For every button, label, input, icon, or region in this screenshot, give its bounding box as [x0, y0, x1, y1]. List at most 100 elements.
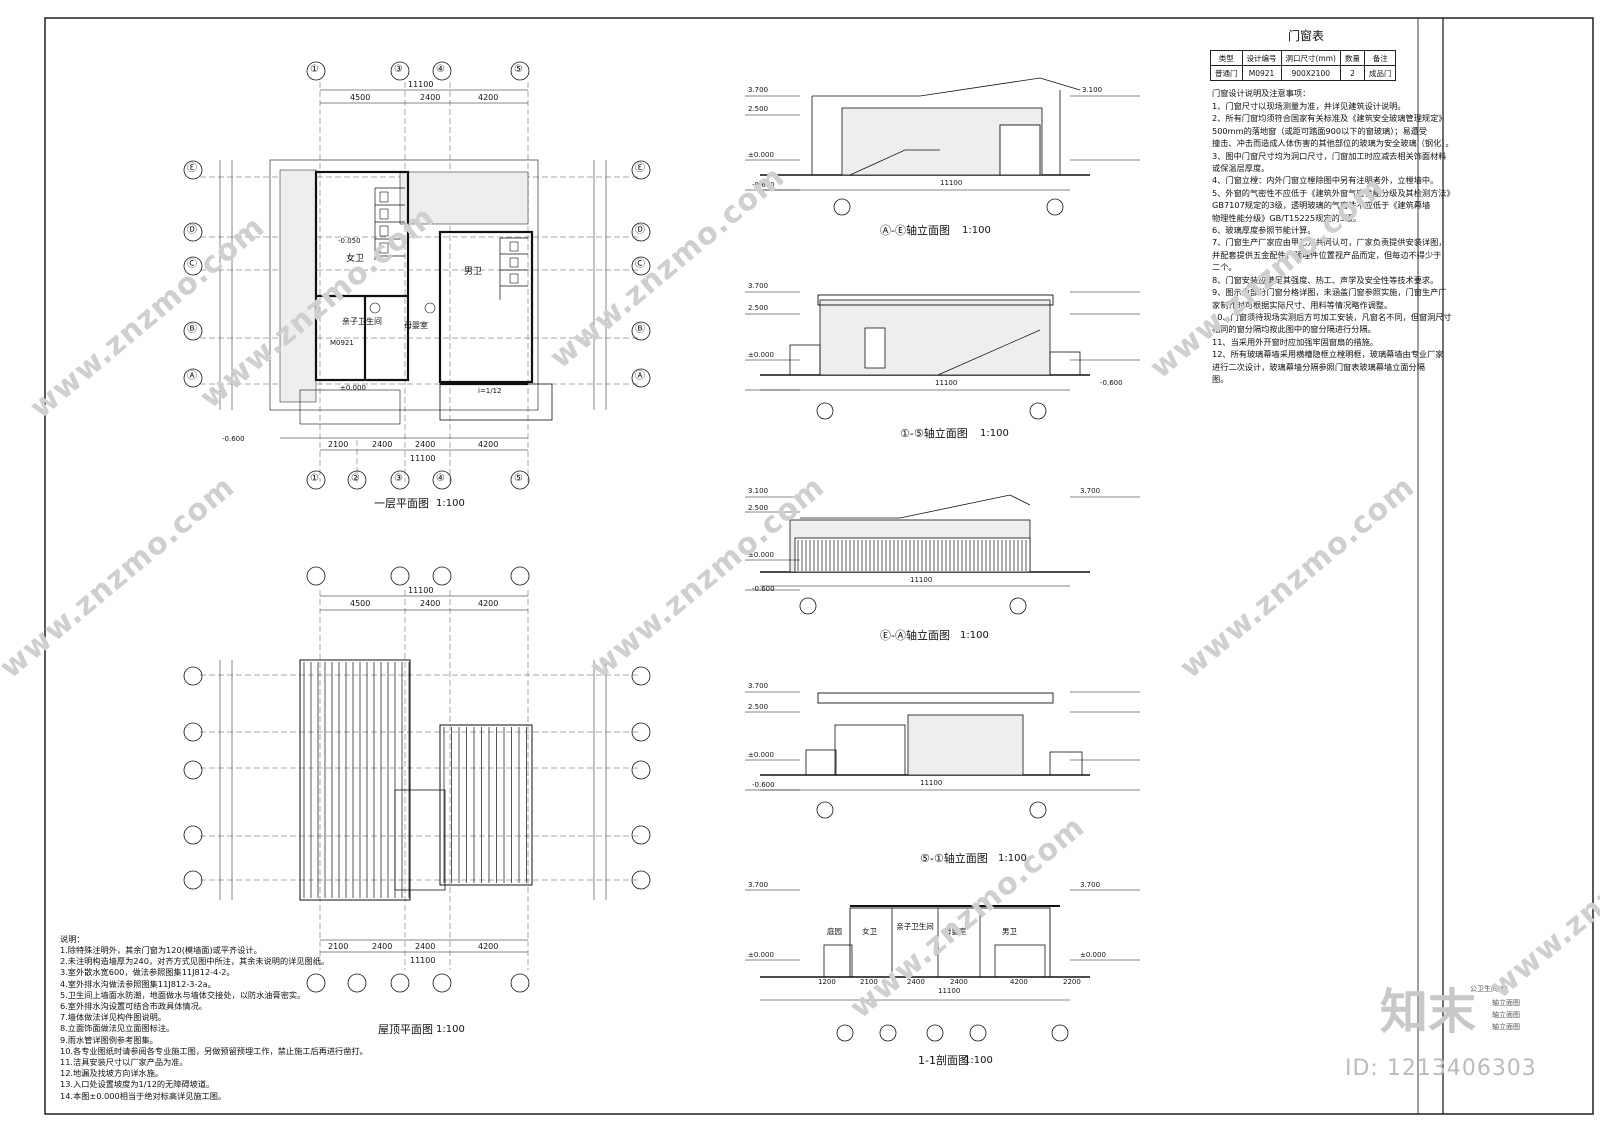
- ae-width-dim: 11100: [940, 179, 963, 187]
- e51-width-dim: 11100: [920, 779, 943, 787]
- note-line: 5、外窗的气密性不应低于《建筑外窗气密性能分级及其检测方法》: [1212, 187, 1455, 198]
- table-row: 普通门 M0921 900X2100 2 成品门: [1210, 65, 1397, 81]
- roof-plan: [183, 566, 651, 993]
- elevation-ea-scale: 1:100: [960, 630, 989, 641]
- section-11-title: 1-1剖面图: [918, 1054, 969, 1067]
- elevation-a-e: [760, 77, 1090, 216]
- ae-level-minus-0600: -0.600: [752, 181, 775, 189]
- roof-plan-title: 屋顶平面图: [378, 1023, 433, 1036]
- axis-b-right: Ⓑ: [635, 324, 645, 335]
- watermark-id: ID: 1213406303: [1345, 1056, 1537, 1081]
- section-room-male: 男卫: [1002, 927, 1017, 936]
- plan-bottom-total-dim: 11100: [410, 454, 436, 463]
- section-room-nursing: 母婴室: [944, 927, 967, 936]
- roof-top-dim-3: 4200: [478, 599, 499, 608]
- axis-e-left: Ⓔ: [187, 163, 197, 174]
- note-line: 9、图示为部分门窗分格详图，未涵盖门窗参照实施，门窗生产厂: [1212, 287, 1447, 298]
- section-dim-4: 2400: [950, 978, 968, 986]
- note-line: 8.立面饰面做法见立面图标注。: [60, 1023, 175, 1034]
- note-line: 1、门窗尺寸以现场测量为准，并详见建筑设计说明。: [1212, 101, 1406, 111]
- level-tag-zero: ±0.000: [340, 384, 366, 392]
- ground-floor-plan-scale: 1:100: [436, 498, 465, 509]
- axis-5-bottom: ⑤: [514, 473, 523, 484]
- note-line: 3、图中门窗尺寸均为洞口尺寸，门窗加工时应减去相关饰面材料: [1212, 150, 1447, 161]
- roof-top-dim-2: 2400: [420, 599, 441, 608]
- door-table-title: 门窗表: [1288, 29, 1325, 43]
- plan-bottom-dim-2: 2400: [372, 440, 393, 449]
- ea-level-0: ±0.000: [748, 551, 774, 559]
- note-line: 12.地漏及找坡方向详水施。: [60, 1068, 164, 1079]
- note-line: 12、所有玻璃幕墙采用横槽隐框立樘明框，玻璃幕墙由专业厂家: [1212, 349, 1444, 360]
- section-dim-2: 2100: [860, 978, 878, 986]
- elevation-ae-title: Ⓐ-Ⓔ轴立面图: [880, 224, 950, 237]
- note-line: 相同的窗分隔均按此图中的窗分隔进行分隔。: [1212, 324, 1376, 335]
- note-line: 2.未注明构造墙厚为240，对齐方式见图中所注，其余未说明的详见图纸。: [60, 956, 330, 967]
- plan-top-dim-1: 4500: [350, 93, 371, 102]
- e15-level-minus-0600: -0.600: [1100, 379, 1123, 387]
- door-table-header: 洞口尺寸(mm): [1280, 50, 1341, 66]
- elevation-ae-scale: 1:100: [962, 225, 991, 236]
- e15-level-3700: 3.700: [748, 282, 769, 290]
- roof-bottom-total-dim: 11100: [410, 956, 436, 965]
- ea-level-3700: 3.700: [1080, 487, 1101, 495]
- level-tag-minus-0600: -0.600: [222, 435, 245, 443]
- general-notes-title: 说明：: [60, 934, 85, 944]
- elevation-5-1: [760, 692, 1090, 819]
- note-line: 9.雨水管详图例参考图集。: [60, 1034, 158, 1045]
- elevation-1-5: [760, 294, 1090, 420]
- roof-bottom-dim-3: 2400: [415, 942, 436, 951]
- roof-bottom-dim-4: 4200: [478, 942, 499, 951]
- note-line: 7.墙体做法详见构件图说明。: [60, 1012, 167, 1023]
- section-dim-6: 2200: [1063, 978, 1081, 986]
- section-level-3700: 3.700: [748, 881, 769, 889]
- door-table-header: 备注: [1363, 50, 1397, 66]
- axis-4-top: ④: [436, 64, 445, 75]
- note-line: 撞击、冲击而造成人体伤害的其他部位的玻璃为安全玻璃（钢化）。: [1212, 138, 1454, 149]
- axis-b-left: Ⓑ: [187, 324, 197, 335]
- ea-level-3100: 3.100: [748, 487, 769, 495]
- note-line: 并配套提供五金配件，预埋件位置视产品而定，但每边不得少于: [1212, 249, 1442, 260]
- titleblock-drawing-name: 公卫生间(5): [1470, 985, 1508, 993]
- ramp-slope-tag: i=1/12: [478, 387, 502, 395]
- ground-floor-plan-title: 一层平面图: [374, 497, 429, 510]
- door-table-header: 数量: [1339, 50, 1365, 66]
- roof-top-total-dim: 11100: [408, 586, 434, 595]
- door-table: 类型 设计编号 洞口尺寸(mm) 数量 备注 普通门 M0921 900X210…: [1210, 50, 1397, 81]
- section-room-garden: 庭园: [827, 927, 842, 936]
- ae-level-0: ±0.000: [748, 151, 774, 159]
- note-line: GB7107规定的3级，透明玻璃的气密性不应低于《建筑幕墙: [1212, 200, 1431, 211]
- ae-level-2500: 2.500: [748, 105, 769, 113]
- plan-bottom-dim-1: 2100: [328, 440, 349, 449]
- axis-a-left: Ⓐ: [187, 371, 197, 382]
- note-line: 14.本图±0.000相当于绝对标高详见施工图。: [60, 1090, 227, 1101]
- titleblock-line-3: 轴立面图: [1492, 1023, 1520, 1031]
- ae-level-3100: 3.100: [1082, 86, 1103, 94]
- note-line: 10、门窗须待现场实测后方可加工安装，凡窗名不同，但窗洞尺寸: [1212, 311, 1452, 322]
- axis-5-top: ⑤: [514, 64, 523, 75]
- elevation-15-title: ①-⑤轴立面图: [900, 427, 968, 440]
- note-line: 10.各专业图纸时请参阅各专业施工图，另做预留预埋工作，禁止施工后再进行凿打。: [60, 1045, 368, 1056]
- ground-floor-plan: [183, 61, 651, 490]
- axis-4-bottom: ④: [436, 473, 445, 484]
- plan-top-dim-3: 4200: [478, 93, 499, 102]
- note-line: 11.洁具安装尺寸以厂家产品为准。: [60, 1057, 188, 1068]
- general-notes: 1.除特殊注明外，其余门窗为120(模墙面)或平齐设计。2.未注明构造墙厚为24…: [60, 945, 400, 1102]
- note-line: 11、当采用外开窗时应加强牢固窗扇的措施。: [1212, 336, 1378, 347]
- note-line: 物理性能分级》GB/T15225规定的3级。: [1212, 212, 1362, 223]
- note-line: 图。: [1212, 373, 1229, 384]
- plan-bottom-dim-3: 2400: [415, 440, 436, 449]
- door-table-cell: M0921: [1241, 65, 1282, 81]
- note-line: 4、门窗立樘：内外门窗立樘除图中另有注明者外，立樘墙中。: [1212, 175, 1439, 186]
- plan-bottom-dim-4: 4200: [478, 440, 499, 449]
- note-line: 二个。: [1212, 262, 1237, 273]
- elevation-15-scale: 1:100: [980, 428, 1009, 439]
- axis-d-left: Ⓓ: [187, 225, 197, 236]
- note-line: 2、所有门窗均须符合国家有关标准及《建筑安全玻璃管理规定》: [1212, 113, 1447, 124]
- axis-3-top: ③: [394, 64, 403, 75]
- section-width-dim: 11100: [938, 987, 961, 995]
- section-1-1: [760, 905, 1090, 1042]
- e51-level-0: ±0.000: [748, 751, 774, 759]
- ea-level-minus-0600: -0.600: [752, 585, 775, 593]
- section-dim-3: 2400: [907, 978, 925, 986]
